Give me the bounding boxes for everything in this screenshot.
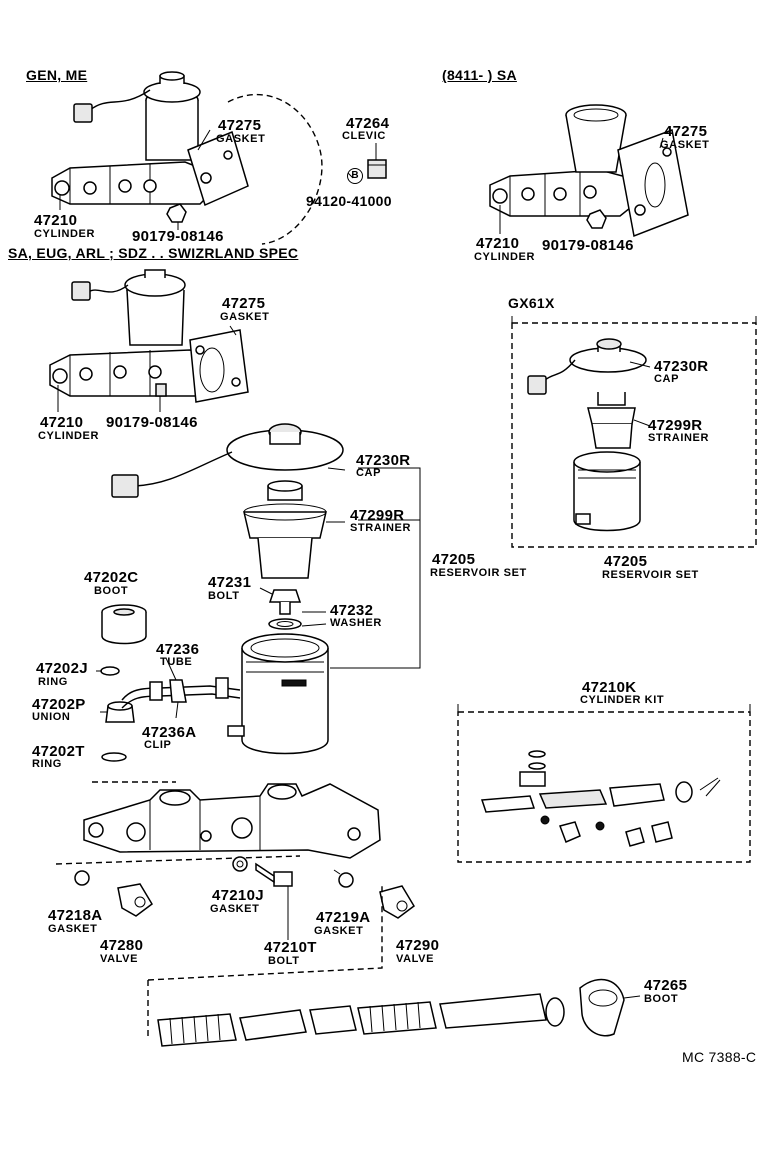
label-47202p-num: 47202P bbox=[32, 696, 86, 713]
label-47219a-num: 47219A bbox=[316, 909, 371, 926]
master-cylinder-assembly-sa bbox=[489, 104, 689, 238]
label-90179-b: 90179-08146 bbox=[542, 237, 634, 254]
label-47299r-b-desc: STRAINER bbox=[648, 432, 710, 444]
header-sa-spec: SA, EUG, ARL ; SDZ . . SWIZRLAND SPEC bbox=[8, 245, 299, 261]
label-47230r-b-desc: CAP bbox=[654, 373, 680, 385]
label-47232-desc: WASHER bbox=[330, 617, 382, 629]
label-47232-num: 47232 bbox=[330, 602, 374, 619]
label-47275-a-num: 47275 bbox=[218, 117, 262, 134]
label-47290-desc: VALVE bbox=[396, 953, 435, 965]
label-47202c-num: 47202C bbox=[84, 569, 139, 586]
label-47230r-a-desc: CAP bbox=[356, 467, 382, 479]
ref-b-circle: B bbox=[347, 166, 363, 184]
label-47219a-desc: GASKET bbox=[314, 925, 364, 937]
gx61x-reservoir-box bbox=[511, 316, 757, 548]
label-47210-c-desc: CYLINDER bbox=[38, 430, 100, 442]
label-47236a-num: 47236A bbox=[142, 724, 197, 741]
label-47236-num: 47236 bbox=[156, 641, 200, 658]
label-47210k-desc: CYLINDER KIT bbox=[580, 694, 665, 706]
label-47210-b-desc: CYLINDER bbox=[474, 251, 536, 263]
label-47264-desc: CLEVIC bbox=[342, 130, 386, 142]
label-47290-num: 47290 bbox=[396, 937, 440, 954]
label-47210-a-num: 47210 bbox=[34, 212, 78, 229]
label-47275-b-desc: GASKET bbox=[660, 139, 710, 151]
label-47202p-desc: UNION bbox=[32, 711, 71, 723]
label-47210-b-num: 47210 bbox=[476, 235, 520, 252]
label-47205-b-desc: RESERVOIR SET bbox=[602, 569, 699, 581]
document-code: MC 7388-C bbox=[682, 1049, 757, 1065]
label-90179-a: 90179-08146 bbox=[132, 228, 224, 245]
brake-booster-outline bbox=[227, 93, 323, 245]
label-47275-c-desc: GASKET bbox=[220, 311, 270, 323]
label-47264-num: 47264 bbox=[346, 115, 390, 132]
header-gen-me: GEN, ME bbox=[26, 67, 88, 83]
header-sa-date: (8411- ) SA bbox=[442, 67, 517, 83]
header-gx61x: GX61X bbox=[508, 295, 555, 311]
label-47210t-desc: BOLT bbox=[268, 955, 300, 967]
label-47218a-num: 47218A bbox=[48, 907, 103, 924]
label-47231-num: 47231 bbox=[208, 574, 252, 591]
label-47231-desc: BOLT bbox=[208, 590, 240, 602]
label-47202t-num: 47202T bbox=[32, 743, 85, 760]
label-47299r-b-num: 47299R bbox=[648, 417, 703, 434]
label-47202j-num: 47202J bbox=[36, 660, 88, 677]
label-47205-a-num: 47205 bbox=[432, 551, 476, 568]
piston-assembly bbox=[157, 978, 641, 1047]
label-47210k-num: 47210K bbox=[582, 679, 637, 696]
tube-union-group bbox=[96, 604, 241, 762]
label-47236-desc: TUBE bbox=[160, 656, 193, 668]
label-47230r-b-num: 47230R bbox=[654, 358, 709, 375]
cylinder-kit-box bbox=[457, 704, 751, 863]
label-47210j-desc: GASKET bbox=[210, 903, 260, 915]
label-47210-c-num: 47210 bbox=[40, 414, 84, 431]
label-47265-num: 47265 bbox=[644, 977, 688, 994]
label-47275-b-num: 47275 bbox=[664, 123, 708, 140]
label-47205-b-num: 47205 bbox=[604, 553, 648, 570]
master-cylinder-assembly-sa-eug bbox=[49, 269, 249, 412]
label-47280-desc: VALVE bbox=[100, 953, 139, 965]
label-47210j-num: 47210J bbox=[212, 887, 264, 904]
label-94120: 94120-41000 bbox=[306, 193, 392, 209]
label-47299r-a-num: 47299R bbox=[350, 507, 405, 524]
label-47275-a-desc: GASKET bbox=[216, 133, 266, 145]
master-cylinder-assembly-gen-me bbox=[51, 71, 387, 245]
label-47275-c-num: 47275 bbox=[222, 295, 266, 312]
label-47230r-a-num: 47230R bbox=[356, 452, 411, 469]
label-47236a-desc: CLIP bbox=[144, 739, 172, 751]
label-47210-a-desc: CYLINDER bbox=[34, 228, 96, 240]
master-cylinder-body bbox=[55, 781, 415, 1040]
label-47202c-desc: BOOT bbox=[94, 585, 129, 597]
label-47299r-a-desc: STRAINER bbox=[350, 522, 412, 534]
label-47210t-num: 47210T bbox=[264, 939, 317, 956]
label-47265-desc: BOOT bbox=[644, 993, 679, 1005]
label-47202j-desc: RING bbox=[38, 676, 68, 688]
label-47202t-desc: RING bbox=[32, 758, 62, 770]
label-47205-a-desc: RESERVOIR SET bbox=[430, 567, 527, 579]
exploded-reservoir bbox=[111, 423, 421, 755]
label-90179-c: 90179-08146 bbox=[106, 414, 198, 431]
label-47280-num: 47280 bbox=[100, 937, 144, 954]
label-47218a-desc: GASKET bbox=[48, 923, 98, 935]
